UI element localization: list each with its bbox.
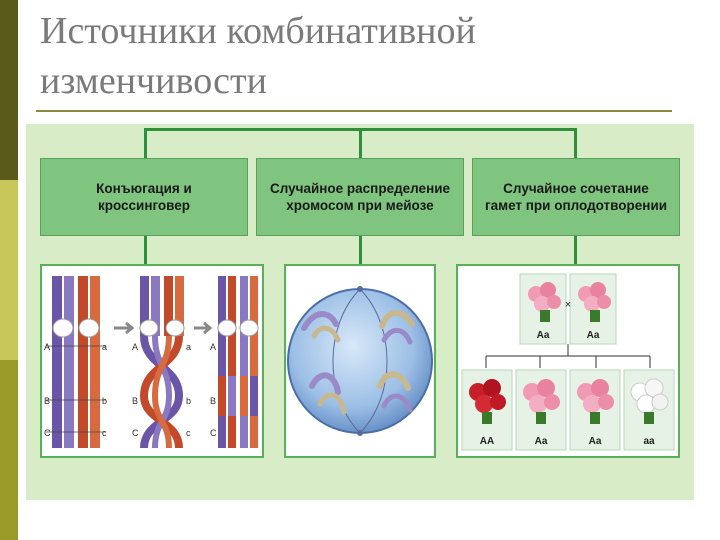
pink-flower-icon bbox=[577, 379, 614, 424]
box2-line-1: Случайное распределение bbox=[269, 181, 451, 196]
gene-label-A: A bbox=[44, 342, 50, 352]
centromere bbox=[78, 318, 100, 338]
gene-label-a: a bbox=[102, 342, 107, 352]
crossing-over-svg: A a B b C c A a B b C c bbox=[44, 276, 259, 449]
sidebar-block-light bbox=[0, 180, 18, 360]
box3-line-2: гамет при оплодотворении bbox=[484, 198, 668, 213]
gene-label-c: c bbox=[186, 428, 191, 438]
gene-label-B: B bbox=[44, 396, 50, 406]
chromosome bbox=[377, 371, 411, 391]
source-box-fertilization: Случайное сочетание гамет при оплодотвор… bbox=[472, 158, 680, 236]
chromosome bbox=[381, 393, 413, 413]
box3-line-1: Случайное сочетание bbox=[503, 181, 649, 196]
parent-genotype: Aa bbox=[587, 330, 600, 341]
box1-line-1: Конъюгация и bbox=[96, 181, 192, 196]
box2-line-2: хромосом при мейозе bbox=[286, 198, 434, 213]
meiosis-svg bbox=[287, 286, 433, 436]
fertilization-svg: × Aa Aa AA Aa Aa bbox=[461, 273, 675, 451]
chromosome bbox=[381, 328, 413, 345]
gene-label-b: b bbox=[186, 396, 191, 406]
offspring-genotype: AA bbox=[480, 436, 494, 447]
chromosome bbox=[309, 372, 341, 395]
centriole bbox=[357, 286, 363, 292]
source-box-meiosis: Случайное распределение хромосом при мей… bbox=[256, 158, 464, 236]
offspring-genotype: Aa bbox=[589, 436, 602, 447]
centromere bbox=[139, 319, 159, 337]
crossing-over-illustration: A a B b C c A a B b C c bbox=[40, 264, 264, 458]
chromosome-red bbox=[78, 276, 88, 448]
cross-symbol: × bbox=[565, 299, 571, 311]
gene-label-A: A bbox=[210, 342, 216, 352]
pink-flower-icon bbox=[523, 379, 560, 424]
centriole bbox=[357, 430, 363, 436]
gene-label-c: c bbox=[102, 428, 107, 438]
offspring-genotype: aa bbox=[643, 436, 655, 447]
connector-center-down bbox=[359, 128, 362, 158]
connector-left-down bbox=[144, 128, 147, 158]
meiosis-illustration bbox=[284, 264, 436, 458]
gene-label-C: C bbox=[210, 428, 217, 438]
sidebar-block-mid bbox=[0, 360, 18, 540]
chromosome-red-twisted bbox=[139, 335, 183, 449]
fertilization-illustration: × Aa Aa AA Aa Aa bbox=[456, 264, 680, 458]
gene-label-C: C bbox=[132, 428, 139, 438]
chromosome bbox=[311, 325, 341, 343]
connector-box3-image bbox=[574, 236, 577, 264]
gene-label-B: B bbox=[210, 396, 216, 406]
centromere bbox=[52, 318, 74, 338]
centromere bbox=[165, 319, 185, 337]
red-flower-icon bbox=[469, 379, 506, 424]
pink-flower-icon bbox=[528, 282, 561, 322]
chromosome bbox=[379, 310, 415, 329]
pink-flower-icon bbox=[578, 282, 611, 322]
parent-genotype: Aa bbox=[537, 330, 550, 341]
slide-sidebar bbox=[0, 0, 18, 540]
chromosome-red bbox=[90, 276, 100, 448]
chromosome-purple-twisted bbox=[140, 335, 184, 449]
chromosome-purple bbox=[52, 276, 62, 448]
chromosome bbox=[301, 311, 339, 331]
gene-label-B: B bbox=[132, 396, 138, 406]
centromere bbox=[239, 319, 259, 337]
title-line-1: Источники комбинативной bbox=[40, 10, 476, 52]
centromere bbox=[217, 319, 237, 337]
white-flower-icon bbox=[630, 378, 669, 424]
gene-label-A: A bbox=[132, 342, 138, 352]
gene-label-b: b bbox=[102, 396, 107, 406]
title-line-2: изменчивости bbox=[40, 60, 267, 102]
chromosome-purple bbox=[64, 276, 74, 448]
connector-box1-image bbox=[144, 236, 147, 264]
box1-line-2: кроссинговер bbox=[97, 198, 191, 213]
slide-title: Источники комбинативной изменчивости bbox=[40, 6, 680, 106]
offspring-genotype: Aa bbox=[535, 436, 548, 447]
gene-label-a: a bbox=[186, 342, 191, 352]
chromosome bbox=[317, 392, 347, 415]
arrow-right-icon bbox=[194, 321, 213, 335]
connector-right-down bbox=[574, 128, 577, 158]
source-box-conjugation: Конъюгация и кроссинговер bbox=[40, 158, 248, 236]
arrow-right-icon bbox=[114, 321, 135, 335]
sidebar-block-dark bbox=[0, 0, 18, 180]
title-underline bbox=[36, 110, 672, 112]
gene-label-C: C bbox=[44, 428, 51, 438]
connector-box2-image bbox=[359, 236, 362, 264]
